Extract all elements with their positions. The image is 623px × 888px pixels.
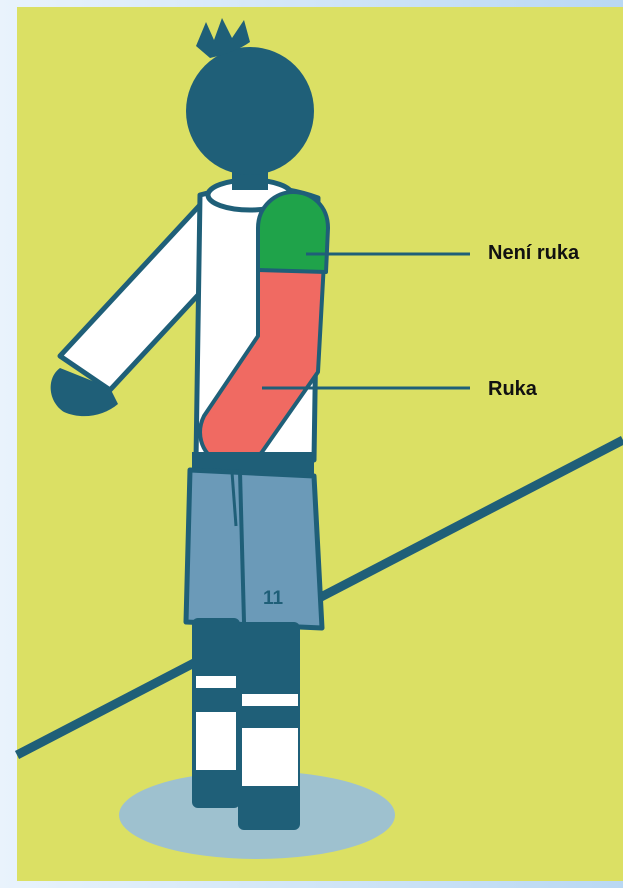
shirt-number: 11 xyxy=(263,588,284,609)
left-sock-stripe xyxy=(196,676,236,688)
head xyxy=(186,47,314,175)
left-sock xyxy=(196,712,236,770)
not-arm-zone xyxy=(258,192,328,272)
label-arm: Ruka xyxy=(488,378,537,401)
shorts xyxy=(186,470,322,628)
label-not-arm: Není ruka xyxy=(488,242,579,265)
right-sock xyxy=(242,728,298,786)
right-sock-stripe xyxy=(242,694,298,706)
right-leg xyxy=(238,622,300,830)
zone-boundary xyxy=(258,270,326,272)
